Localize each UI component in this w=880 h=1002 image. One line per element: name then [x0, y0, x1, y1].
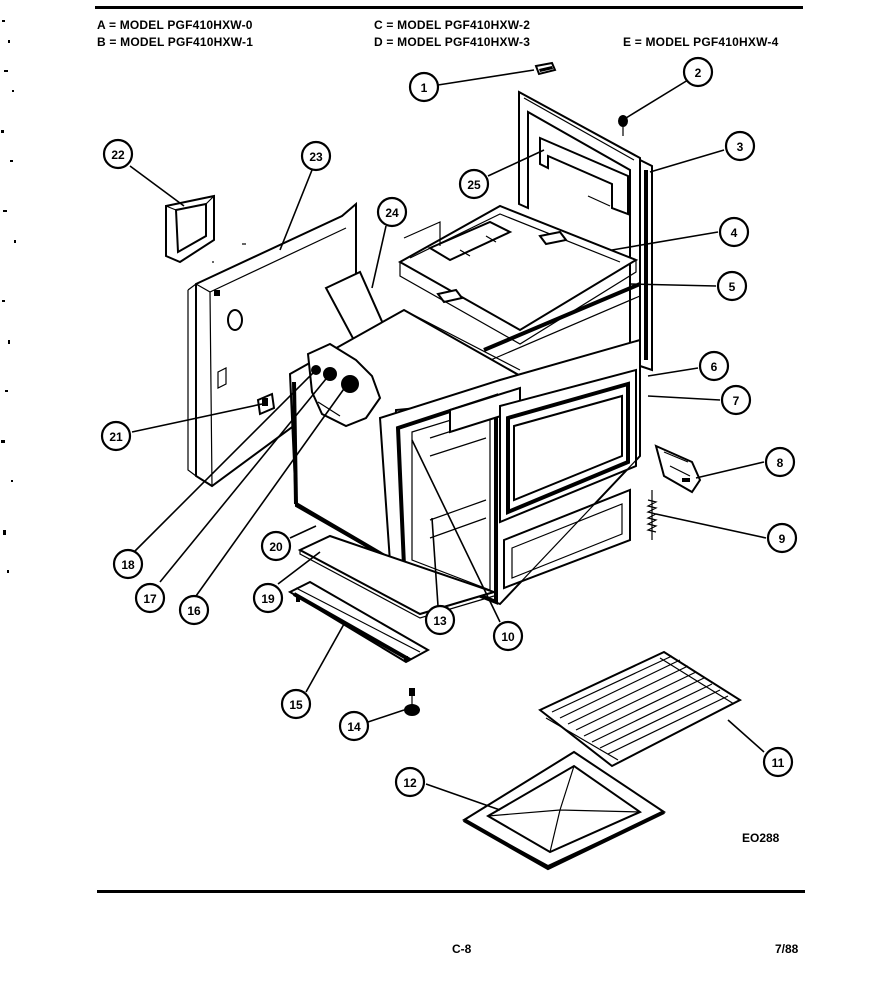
part-15-kick-panel: [287, 580, 431, 664]
svg-text:21: 21: [109, 430, 123, 444]
callout-23: 23: [300, 140, 332, 172]
part-11-oven-rack: [538, 650, 743, 768]
svg-text:17: 17: [143, 592, 157, 606]
callout-16: 16: [178, 594, 210, 626]
callout-20: 20: [260, 530, 292, 562]
part-12-broiler-pan: [462, 750, 667, 871]
svg-text:13: 13: [433, 614, 447, 628]
svg-text:4: 4: [731, 226, 738, 240]
page-number: C-8: [452, 942, 472, 956]
callout-4: 4: [718, 216, 750, 248]
svg-text:9: 9: [779, 532, 786, 546]
svg-text:5: 5: [729, 280, 736, 294]
figure-code: EO288: [742, 831, 780, 845]
svg-text:20: 20: [269, 540, 283, 554]
callout-15: 15: [280, 688, 312, 720]
part-20-bottom-plate: [297, 534, 498, 619]
callout-8: 8: [764, 446, 796, 478]
callout-18: 18: [112, 548, 144, 580]
part-9-spring: [646, 490, 658, 540]
model-a-label: A = MODEL PGF410HXW-0: [97, 18, 253, 32]
callout-17: 17: [134, 582, 166, 614]
callout-5: 5: [716, 270, 748, 302]
bottom-rule: [97, 890, 805, 893]
svg-text:18: 18: [121, 558, 135, 572]
svg-text:11: 11: [772, 756, 785, 770]
leader-lines: [129, 69, 767, 811]
svg-text:7: 7: [733, 394, 740, 408]
part-3-side-strip: [639, 158, 653, 372]
top-rule: [95, 6, 803, 9]
callout-19: 19: [252, 582, 284, 614]
callout-25: 25: [458, 168, 490, 200]
part-23-left-side-panel: [187, 201, 357, 488]
svg-text:19: 19: [261, 592, 275, 606]
part-4-top-panel: [397, 204, 639, 345]
svg-text:10: 10: [501, 630, 515, 644]
callout-6: 6: [698, 350, 730, 382]
part-14-leveling-leg: [404, 688, 420, 716]
svg-text:2: 2: [695, 66, 702, 80]
callout-22: 22: [102, 138, 134, 170]
revision-date: 7/88: [775, 942, 799, 956]
part-2-screw: [618, 115, 628, 136]
callout-14: 14: [338, 710, 370, 742]
svg-text:6: 6: [711, 360, 718, 374]
svg-text:25: 25: [467, 178, 481, 192]
callout-10: 10: [492, 620, 524, 652]
svg-text:15: 15: [289, 698, 303, 712]
part-21-bracket: [256, 392, 276, 416]
svg-text:22: 22: [111, 148, 125, 162]
svg-text:8: 8: [777, 456, 784, 470]
svg-text:23: 23: [309, 150, 323, 164]
svg-text:1: 1: [421, 81, 428, 95]
callout-24: 24: [376, 196, 408, 228]
part-5-top-edge: [483, 282, 641, 363]
part-16-17-burner-assembly: [306, 342, 382, 428]
scan-edge-noise: [1, 20, 16, 573]
callout-12: 12: [394, 766, 426, 798]
svg-text:16: 16: [187, 604, 201, 618]
svg-text:12: 12: [403, 776, 417, 790]
callout-21: 21: [100, 420, 132, 452]
callout-7: 7: [720, 384, 752, 416]
model-b-label: B = MODEL PGF410HXW-1: [97, 35, 254, 49]
callout-1: 1: [408, 71, 440, 103]
part-8-hinge: [654, 444, 702, 494]
model-c-label: C = MODEL PGF410HXW-2: [374, 18, 531, 32]
callout-2: 2: [682, 56, 714, 88]
svg-text:3: 3: [737, 140, 744, 154]
callout-13: 13: [424, 604, 456, 636]
part-22-bracket: [165, 194, 215, 264]
callout-9: 9: [766, 522, 798, 554]
model-e-label: E = MODEL PGF410HXW-4: [623, 35, 779, 49]
model-d-label: D = MODEL PGF410HXW-3: [374, 35, 531, 49]
svg-text:14: 14: [347, 720, 361, 734]
callout-11: 11: [762, 746, 794, 778]
svg-text:24: 24: [385, 206, 399, 220]
callout-3: 3: [724, 130, 756, 162]
part-1-clip: [534, 61, 557, 76]
